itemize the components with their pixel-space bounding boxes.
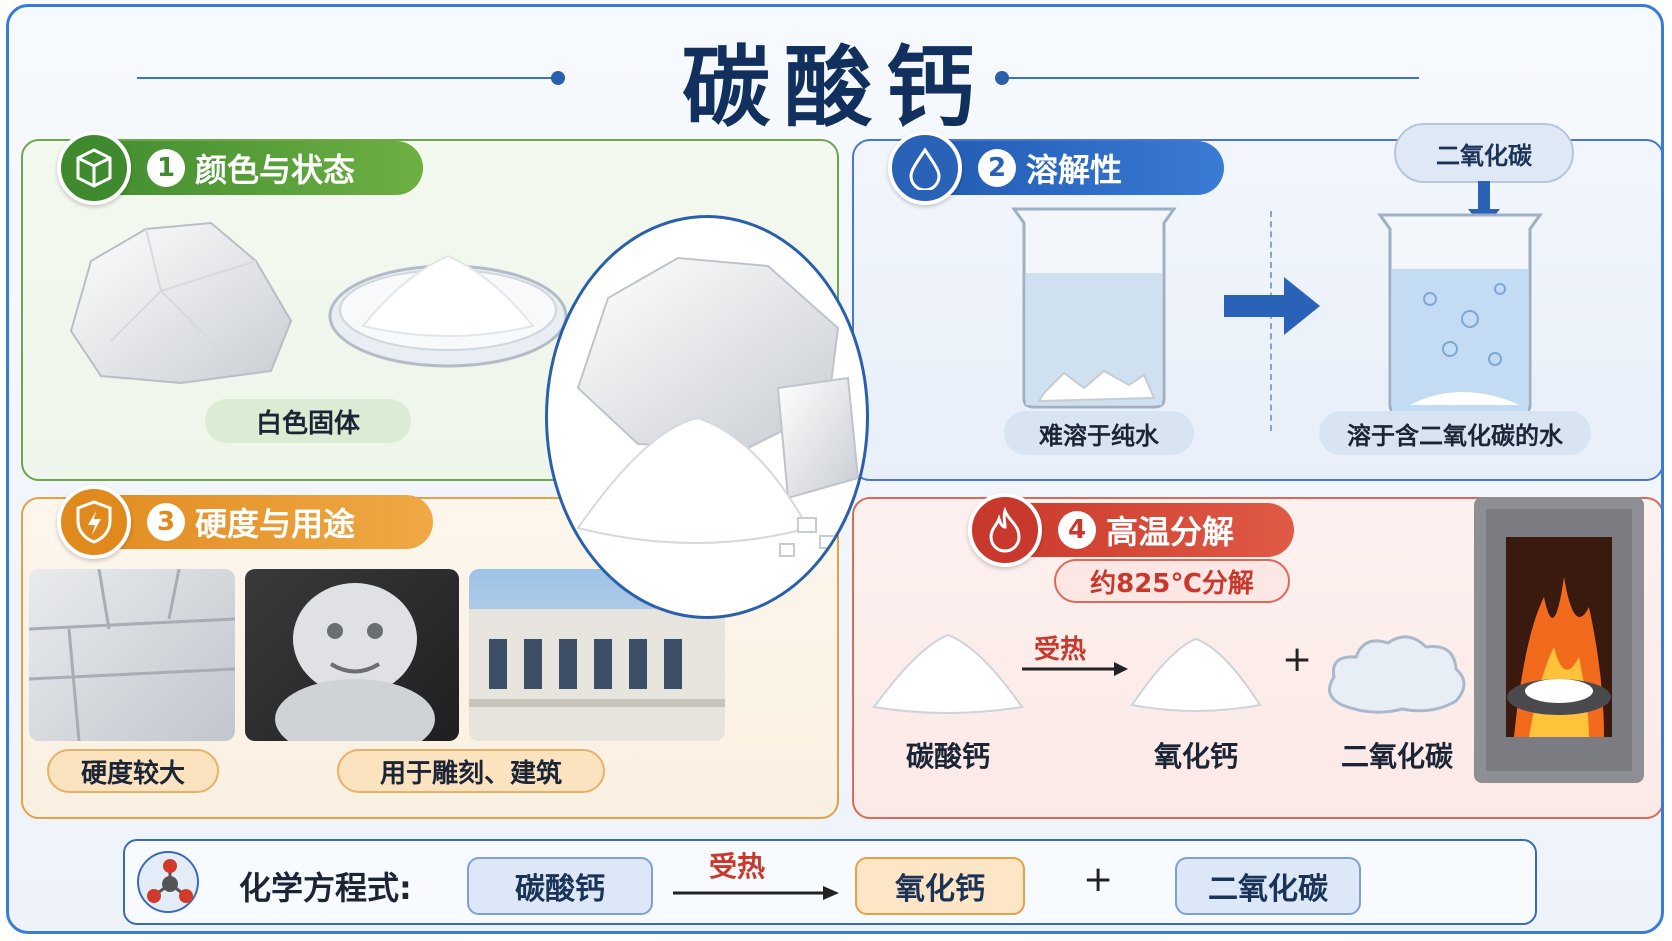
molecule-icon bbox=[137, 851, 199, 913]
co2-cloud-label: 二氧化碳 bbox=[1436, 141, 1532, 170]
shield-icon bbox=[57, 485, 131, 559]
photo-stone-lion-sculpture bbox=[245, 569, 459, 741]
beaker-pure-water bbox=[1011, 207, 1177, 409]
section-number: 2 bbox=[978, 149, 1016, 187]
section-title: 溶解性 bbox=[1026, 151, 1123, 189]
beaker-co2-water bbox=[1377, 213, 1543, 415]
center-rock-image bbox=[545, 215, 869, 619]
arrow-right-icon bbox=[1224, 277, 1320, 335]
divider bbox=[1270, 211, 1272, 431]
page-title: 碳酸钙 bbox=[681, 36, 988, 139]
title-dot-left bbox=[551, 71, 565, 85]
equation-condition: 受热 bbox=[709, 850, 766, 883]
photo-marble-blocks bbox=[29, 569, 235, 741]
co2-cloud: 二氧化碳 bbox=[1394, 123, 1574, 183]
arrow-heat-label: 受热 bbox=[1034, 635, 1087, 665]
kiln-furnace bbox=[1474, 497, 1644, 783]
pile-calcium-carbonate bbox=[872, 633, 1024, 714]
label-calcium-carbonate: 碳酸钙 bbox=[905, 740, 990, 773]
label-insoluble-pure-water: 难溶于纯水 bbox=[1004, 411, 1194, 455]
label-soluble-co2-water: 溶于含二氧化碳的水 bbox=[1319, 411, 1591, 455]
equation-product-carbon-dioxide: 二氧化碳 bbox=[1175, 857, 1361, 915]
pile-calcium-oxide bbox=[1130, 637, 1262, 712]
water-drop-icon bbox=[888, 131, 962, 205]
panel-solubility: 2 溶解性 二氧化碳 bbox=[852, 123, 1661, 481]
section-header-solubility: 2 溶解性 bbox=[888, 131, 1224, 205]
label-decompose-temperature: 约825℃分解 bbox=[1054, 559, 1290, 603]
reaction-arrow bbox=[1022, 662, 1128, 676]
label-carving-building: 用于雕刻、建筑 bbox=[337, 749, 605, 793]
title-line-right bbox=[1009, 77, 1419, 79]
infographic-frame: 碳酸钙 1 颜色与状态 bbox=[6, 4, 1664, 934]
panel-decomposition: 4 高温分解 约825℃分解 受热 + 碳酸钙 氧化钙 二氧化碳 bbox=[852, 493, 1661, 819]
section-number: 3 bbox=[147, 503, 185, 541]
equation-product-calcium-oxide: 氧化钙 bbox=[855, 857, 1025, 915]
title-dot-right bbox=[995, 71, 1009, 85]
panel-color-state: 1 颜色与状态 白色固体 bbox=[21, 131, 839, 481]
equation-reactant: 碳酸钙 bbox=[467, 857, 653, 915]
label-high-hardness: 硬度较大 bbox=[47, 749, 219, 793]
equation-label: 化学方程式: bbox=[239, 869, 412, 907]
section-header-decomposition: 4 高温分解 bbox=[968, 493, 1294, 567]
section-number: 1 bbox=[147, 149, 185, 187]
plus-sign: + bbox=[1282, 639, 1313, 680]
section-title: 硬度与用途 bbox=[195, 505, 356, 543]
flame-icon bbox=[968, 493, 1042, 567]
label-white-solid: 白色固体 bbox=[205, 399, 411, 443]
equation-plus: + bbox=[1083, 859, 1114, 900]
label-carbon-dioxide: 二氧化碳 bbox=[1340, 740, 1453, 773]
section-number: 4 bbox=[1058, 511, 1096, 549]
cube-icon bbox=[57, 131, 131, 205]
equation-arrow bbox=[673, 886, 839, 900]
section-header-hardness-use: 3 硬度与用途 bbox=[57, 485, 433, 559]
co2-cloud-icon bbox=[1328, 635, 1466, 714]
calcium-carbonate-rock bbox=[69, 221, 293, 385]
section-title: 颜色与状态 bbox=[195, 151, 356, 189]
section-title: 高温分解 bbox=[1106, 513, 1235, 551]
label-calcium-oxide: 氧化钙 bbox=[1153, 740, 1238, 773]
petri-dish-powder bbox=[328, 254, 568, 368]
equation-bar: 化学方程式: 碳酸钙 受热 氧化钙 + 二氧化碳 bbox=[123, 839, 1537, 925]
title-line-left bbox=[137, 77, 557, 79]
section-header-color-state: 1 颜色与状态 bbox=[57, 131, 423, 205]
